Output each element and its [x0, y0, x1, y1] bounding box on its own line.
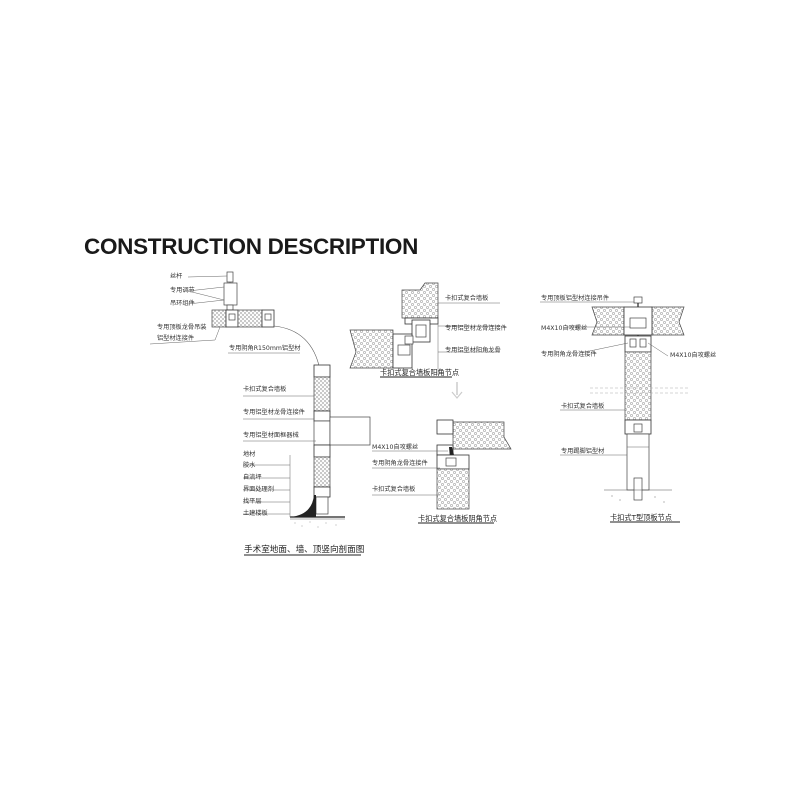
label-tj-corner-connector: 专用阴角龙骨连接件 — [541, 350, 597, 358]
label-ic-wall-panel: 卡扣式复合墙板 — [372, 485, 415, 493]
page-title: CONSTRUCTION DESCRIPTION — [84, 234, 419, 259]
label-oc-keel-connector: 专用铝型材龙骨连接件 — [445, 324, 507, 332]
label-floor-slab: 土建楼板 — [243, 509, 268, 517]
label-floor-material: 地材 — [243, 450, 255, 458]
label-hanging-ring: 吊环组件 — [170, 299, 195, 307]
label-ceiling-hanger-2: 铝型材连接件 — [157, 334, 194, 342]
caption-inside-corner: 卡扣式复合墙板阴角节点 — [418, 514, 497, 523]
label-tj-screw-left: M4X10自攻螺丝 — [541, 324, 587, 332]
label-glue: 胶水 — [243, 461, 256, 469]
label-interface-agent: 界面处理剂 — [243, 485, 274, 493]
label-ic-screw: M4X10自攻螺丝 — [372, 443, 418, 451]
label-ic-corner-connector: 专用阴角龙骨连接件 — [372, 459, 428, 467]
label-tj-skirting: 专用踢脚铝型材 — [561, 447, 604, 455]
label-wall-panel: 卡扣式复合墙板 — [243, 385, 286, 393]
label-adjuster: 专用调节 — [170, 286, 195, 294]
label-self-leveling: 自流坪 — [243, 473, 262, 481]
label-tj-wall-panel: 卡扣式复合墙板 — [561, 402, 604, 410]
inside-corner-drawing — [372, 419, 512, 524]
outside-corner-drawing — [349, 282, 500, 378]
vertical-section-drawing — [149, 271, 371, 556]
label-keel-connector: 专用铝型材龙骨连接件 — [243, 408, 305, 416]
label-tj-ceiling-hanger: 专用顶板铝型材连接吊件 — [541, 294, 609, 302]
t-joint-drawing — [540, 296, 690, 523]
label-cove-profile: 专用阴角R150mm铝型材 — [229, 344, 300, 352]
label-tj-screw-right: M4X10自攻螺丝 — [670, 351, 716, 359]
label-leveling-layer: 找平层 — [243, 497, 262, 505]
down-arrow-icon — [451, 382, 463, 399]
label-ceiling-hanger-1: 专用顶板龙骨吊装 — [157, 323, 207, 331]
caption-vertical-section: 手术室地面、墙、顶竖向剖面图 — [244, 543, 364, 555]
label-oc-wall-panel: 卡扣式复合墙板 — [445, 294, 488, 302]
label-threaded-rod: 丝杆 — [170, 272, 182, 280]
label-oc-corner-keel: 专用铝型材阳角龙骨 — [445, 346, 501, 354]
label-equipment-frame: 专用铝型材面框器械 — [243, 431, 299, 439]
caption-outside-corner: 卡扣式复合墙板阳角节点 — [380, 368, 459, 377]
caption-t-joint: 卡扣式T型顶板节点 — [610, 513, 672, 522]
